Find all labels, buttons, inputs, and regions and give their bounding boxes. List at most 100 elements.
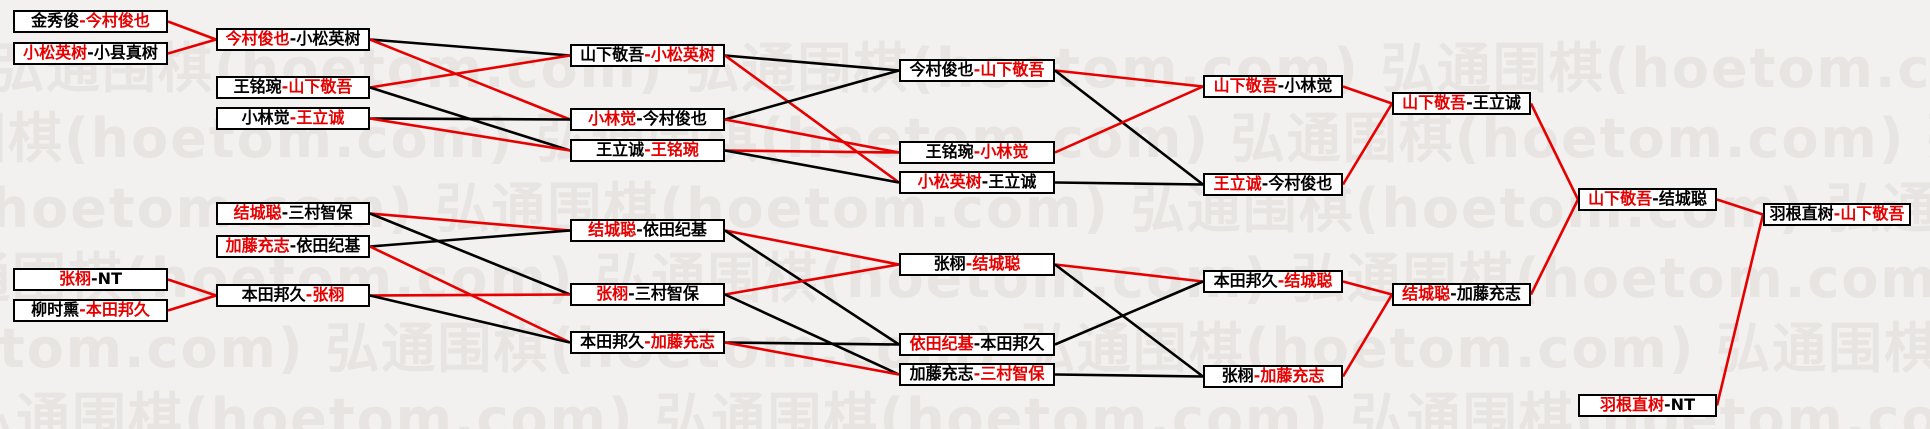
match-box: 王铭琬-小林觉 <box>899 141 1055 164</box>
player-name-right: -加藤充志 <box>1253 366 1325 385</box>
match-box: 金秀俊-今村俊也 <box>13 10 168 33</box>
bracket-connector <box>1054 181 1204 186</box>
player-name-left: 今村俊也 <box>909 60 974 79</box>
player-name-left: 加藤充志 <box>909 364 974 383</box>
player-name-right: -小林觉 <box>973 142 1029 161</box>
match-box: 山下敬吾-小林觉 <box>1203 75 1343 98</box>
match-box: 柳时熏-本田邦久 <box>13 299 168 322</box>
bracket-connector <box>1054 69 1204 88</box>
player-name-left: 小松英树 <box>23 43 88 62</box>
player-name-left: 王立诚 <box>1213 174 1262 193</box>
match-box: 羽根直树-山下敬吾 <box>1763 203 1911 226</box>
player-name-left: 张栩 <box>933 254 966 273</box>
player-name-left: 羽根直树 <box>1769 204 1834 223</box>
player-name-left: 加藤充志 <box>225 236 290 255</box>
player-name-right: -王立诚 <box>289 108 345 127</box>
bracket-connector <box>724 149 900 154</box>
bracket-connector <box>369 54 571 89</box>
match-box: 结城聪-三村智保 <box>216 202 370 225</box>
player-name-right: -结城聪 <box>1652 189 1707 208</box>
player-name-right: -山下敬吾 <box>973 60 1045 79</box>
player-name-right: -小林觉 <box>1277 76 1333 95</box>
player-name-left: 山下敬吾 <box>580 45 645 64</box>
bracket-connector <box>369 294 571 344</box>
player-name-left: 本田邦久 <box>1213 271 1278 290</box>
match-box: 山下敬吾-结城聪 <box>1578 188 1717 211</box>
match-box: 小林觉-今村俊也 <box>570 108 725 131</box>
player-name-right: -结城聪 <box>965 254 1021 273</box>
player-name-right: -张栩 <box>305 285 345 304</box>
player-name-left: 山下敬吾 <box>1213 76 1278 95</box>
match-box: 王铭琬-山下敬吾 <box>216 76 370 99</box>
match-box: 王立诚-王铭琬 <box>570 139 725 162</box>
match-box: 今村俊也-小松英树 <box>216 28 370 51</box>
bracket-connector <box>1529 102 1580 201</box>
player-name-right: -依田纪基 <box>289 236 361 255</box>
bracket-connector <box>724 341 900 346</box>
player-name-right: -加藤充志 <box>1450 284 1521 303</box>
bracket-connector <box>1716 198 1764 216</box>
bracket-connector <box>369 293 571 297</box>
bracket-connector <box>369 38 571 121</box>
match-box: 张栩-加藤充志 <box>1203 365 1343 388</box>
player-name-left: 依田纪基 <box>909 334 974 353</box>
player-name-left: 王立诚 <box>596 140 645 159</box>
match-box: 本田邦久-加藤充志 <box>570 331 725 354</box>
player-name-left: 小松英树 <box>917 172 982 191</box>
bracket-connector <box>1054 69 1204 186</box>
bracket-connector <box>1054 263 1204 283</box>
bracket-connector <box>369 212 571 296</box>
bracket-connector <box>1054 85 1204 154</box>
player-name-left: 结城聪 <box>1402 284 1451 303</box>
bracket-connector <box>724 293 900 376</box>
player-name-right: -王铭琬 <box>644 140 699 159</box>
bracket-connector <box>1054 263 1204 378</box>
player-name-left: 柳时熏 <box>31 300 80 319</box>
player-name-left: 金秀俊 <box>31 11 80 30</box>
match-box: 小林觉-王立诚 <box>216 107 370 130</box>
bracket-connector <box>167 294 217 312</box>
bracket-connector <box>1342 280 1393 296</box>
bracket-connector <box>1341 293 1394 378</box>
match-box: 王立诚-今村俊也 <box>1203 173 1343 196</box>
match-box: 张栩-三村智保 <box>570 283 725 306</box>
player-name-left: 山下敬吾 <box>1588 189 1653 208</box>
match-box: 本田邦久-结城聪 <box>1203 270 1343 293</box>
player-name-left: 结城聪 <box>588 220 637 239</box>
match-box: 山下敬吾-王立诚 <box>1392 92 1531 115</box>
match-box: 张栩-NT <box>13 268 168 291</box>
bracket-connector <box>724 341 900 376</box>
player-name-right: -小松英树 <box>289 29 361 48</box>
match-box: 结城聪-依田纪基 <box>570 219 725 242</box>
bracket-connector <box>167 20 217 41</box>
player-name-left: 张栩 <box>596 284 629 303</box>
bracket-connector <box>724 229 900 346</box>
player-name-right: -依田纪基 <box>636 220 707 239</box>
bracket-connector <box>724 149 900 184</box>
player-name-right: -王立诚 <box>1466 93 1521 112</box>
bracket-connector <box>167 38 217 55</box>
match-box: 加藤充志-三村智保 <box>899 363 1055 386</box>
player-name-left: 小林觉 <box>241 108 290 127</box>
player-name-left: 王铭琬 <box>233 77 282 96</box>
match-box: 本田邦久-张栩 <box>216 284 370 307</box>
bracket-connector <box>1341 102 1394 186</box>
player-name-left: 张栩 <box>59 269 92 288</box>
bracket-connector <box>369 212 571 232</box>
player-name-right: -三村智保 <box>281 203 353 222</box>
match-box: 小松英树-王立诚 <box>899 171 1055 194</box>
match-box: 结城聪-加藤充志 <box>1392 283 1531 306</box>
bracket-connector <box>1715 214 1765 406</box>
bracket-connector <box>369 229 571 248</box>
bracket-connector <box>724 69 900 121</box>
bracket-connector <box>1529 198 1580 296</box>
player-name-right: -今村俊也 <box>79 11 150 30</box>
player-name-right: -王立诚 <box>981 172 1037 191</box>
player-name-left: 本田邦久 <box>580 332 645 351</box>
bracket-connector <box>369 117 571 152</box>
player-name-right: -NT <box>1664 395 1695 414</box>
bracket-connector <box>369 117 571 121</box>
player-name-left: 小林觉 <box>588 109 637 128</box>
